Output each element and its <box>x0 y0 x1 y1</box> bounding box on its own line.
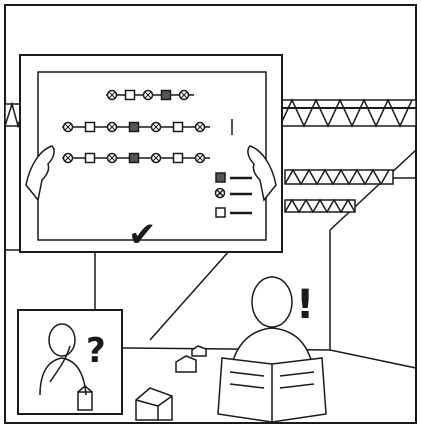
exclamation-mark-icon: ! <box>296 282 314 328</box>
floor-boxes <box>135 345 207 421</box>
diagram-cross-stroke <box>64 123 72 131</box>
diagram-square-light <box>124 89 136 101</box>
reading-person <box>217 276 327 423</box>
inset-panel <box>17 309 123 415</box>
question-mark-icon: ? <box>86 331 106 371</box>
legend <box>214 172 252 218</box>
diagram-cross-stroke <box>196 123 204 131</box>
diagram-square-light <box>84 152 96 164</box>
diagram-cross-stroke <box>108 154 116 162</box>
legend-square-dark <box>215 172 226 183</box>
diagram-cross-stroke <box>144 91 152 99</box>
diagram-square-light <box>172 152 184 164</box>
diagram-square-dark <box>128 152 140 164</box>
board-hands <box>25 145 277 202</box>
diagram-square-light <box>84 121 96 133</box>
diagram-cross-stroke <box>152 123 160 131</box>
diagram-square-dark <box>160 89 172 101</box>
diagram-square-light <box>172 121 184 133</box>
diagram-square-dark <box>128 121 140 133</box>
diagram-cross-stroke <box>64 154 72 162</box>
legend-square-light <box>215 207 226 218</box>
diagram-cross-stroke <box>152 154 160 162</box>
diagram-cross-stroke <box>180 91 188 99</box>
ceiling-trusses <box>4 98 417 214</box>
check-mark-icon: ✔ <box>128 215 157 255</box>
diagram-cross-stroke <box>196 154 204 162</box>
layout-diagram <box>62 89 233 164</box>
diagram-cross-stroke <box>108 123 116 131</box>
diagram-cross-stroke <box>108 91 116 99</box>
